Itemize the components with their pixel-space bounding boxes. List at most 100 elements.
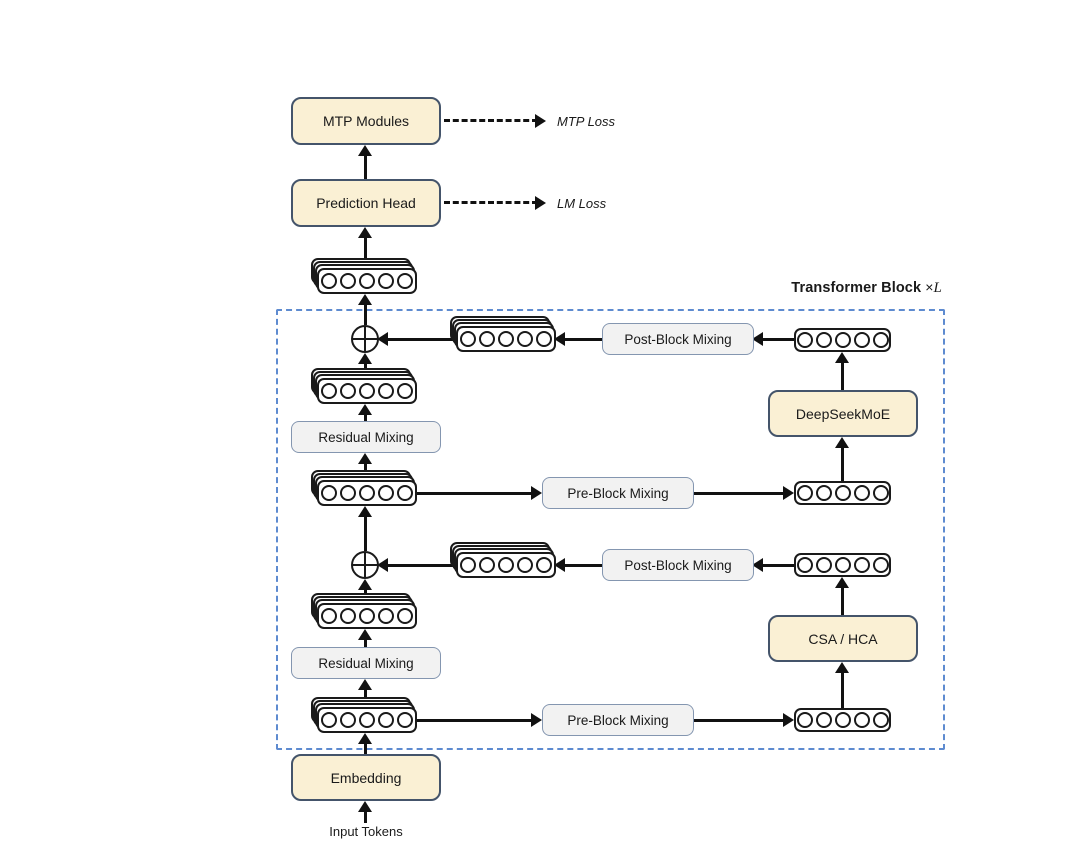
token-circle: [853, 485, 870, 501]
token-row-moe-output: [794, 328, 891, 352]
embedding-box: Embedding: [291, 754, 441, 801]
arrow-tokens-to-csa-hca: [835, 662, 849, 708]
token-circle: [321, 712, 337, 728]
token-row-moe-input: [794, 481, 891, 505]
token-circle: [517, 331, 533, 347]
arrow-tokens-to-preblock-upper: [417, 486, 542, 500]
post-block-mixing-label: Post-Block Mixing: [624, 557, 732, 573]
arrow-residual-upper-to-tokens: [358, 404, 372, 421]
arrow-tokens-to-add-upper-left: [377, 332, 456, 346]
token-row: [317, 603, 417, 629]
token-circle: [536, 557, 552, 573]
token-circle: [853, 557, 870, 573]
token-circle: [815, 332, 832, 348]
transformer-block-frame: [276, 309, 945, 750]
token-circle: [815, 485, 832, 501]
token-circle: [834, 485, 851, 501]
token-circle: [460, 557, 476, 573]
token-circle: [498, 331, 514, 347]
arrow-tokens-to-prediction-head: [358, 227, 372, 258]
token-circle: [872, 557, 889, 573]
prediction-head-box: Prediction Head: [291, 179, 441, 227]
residual-mixing-label: Residual Mixing: [318, 655, 414, 671]
csa-hca-box: CSA / HCA: [768, 615, 918, 662]
token-circle: [378, 383, 394, 399]
repeat-count-l: L: [933, 280, 942, 296]
token-circle: [853, 712, 870, 728]
residual-mixing-lower-box: Residual Mixing: [291, 647, 441, 679]
times-symbol: ×: [925, 279, 934, 295]
arrow-add-upper-to-output-tokens: [358, 294, 372, 325]
token-row: [317, 268, 417, 294]
arrow-postblock-upper-to-tokens: [554, 332, 602, 346]
transformer-block-label: Transformer Block ×L: [700, 279, 942, 297]
residual-mixing-upper-box: Residual Mixing: [291, 421, 441, 453]
arrow-tokens-to-add-lower: [358, 579, 372, 593]
arrow-tokens-to-residual-lower: [358, 679, 372, 697]
token-circle: [378, 712, 394, 728]
token-circle: [834, 712, 851, 728]
token-circle: [796, 485, 813, 501]
token-circle: [397, 485, 413, 501]
token-row: [456, 552, 556, 578]
token-circle: [479, 331, 495, 347]
arrow-deepseekmoe-to-tokens: [835, 352, 849, 390]
token-circle: [340, 712, 356, 728]
token-circle: [359, 383, 375, 399]
token-circle: [321, 608, 337, 624]
arrow-mtp-loss: [444, 114, 546, 128]
arrow-residual-lower-to-tokens: [358, 629, 372, 647]
residual-add-lower-icon: [351, 551, 379, 579]
token-circle: [872, 485, 889, 501]
token-circle: [872, 332, 889, 348]
token-circle: [796, 332, 813, 348]
arrow-input-to-embedding: [358, 801, 372, 823]
input-tokens-label: Input Tokens: [329, 824, 403, 839]
token-circle: [321, 383, 337, 399]
arrow-tokens-to-add-upper: [358, 353, 372, 368]
token-circle: [479, 557, 495, 573]
transformer-block-title: Transformer Block: [791, 280, 926, 296]
token-circle: [321, 485, 337, 501]
pre-block-mixing-lower-box: Pre-Block Mixing: [542, 704, 694, 736]
deepseekmoe-box: DeepSeekMoE: [768, 390, 918, 437]
arrow-lm-loss: [444, 196, 546, 210]
token-circle: [359, 273, 375, 289]
arrow-postblock-lower-to-tokens: [554, 558, 602, 572]
arrow-csa-hca-to-tokens: [835, 577, 849, 615]
arrow-tokens-to-postblock-lower: [752, 558, 794, 572]
token-circle: [460, 331, 476, 347]
token-circle: [397, 712, 413, 728]
post-block-mixing-label: Post-Block Mixing: [624, 331, 732, 347]
token-circle: [397, 608, 413, 624]
token-circle: [815, 712, 832, 728]
mtp-modules-box: MTP Modules: [291, 97, 441, 145]
prediction-head-label: Prediction Head: [316, 195, 416, 211]
token-row-attn-input: [794, 708, 891, 732]
lm-loss-label: LM Loss: [557, 196, 607, 211]
token-circle: [834, 332, 851, 348]
token-circle: [853, 332, 870, 348]
token-circle: [359, 608, 375, 624]
arrow-prediction-head-to-mtp: [358, 145, 372, 179]
mtp-modules-label: MTP Modules: [322, 113, 410, 129]
token-circle: [378, 608, 394, 624]
token-circle: [359, 712, 375, 728]
token-circle: [796, 712, 813, 728]
residual-mixing-label: Residual Mixing: [318, 429, 414, 445]
arrow-tokens-to-postblock-upper: [752, 332, 794, 346]
token-circle: [796, 557, 813, 573]
embedding-label: Embedding: [330, 769, 402, 786]
token-circle: [498, 557, 514, 573]
token-circle: [378, 273, 394, 289]
token-circle: [378, 485, 394, 501]
token-circle: [815, 557, 832, 573]
arrow-embedding-to-tokens: [358, 733, 372, 754]
arrow-tokens-to-deepseekmoe: [835, 437, 849, 481]
token-row: [456, 326, 556, 352]
post-block-mixing-upper-box: Post-Block Mixing: [602, 323, 754, 355]
token-row: [317, 707, 417, 733]
token-circle: [834, 557, 851, 573]
token-circle: [340, 485, 356, 501]
